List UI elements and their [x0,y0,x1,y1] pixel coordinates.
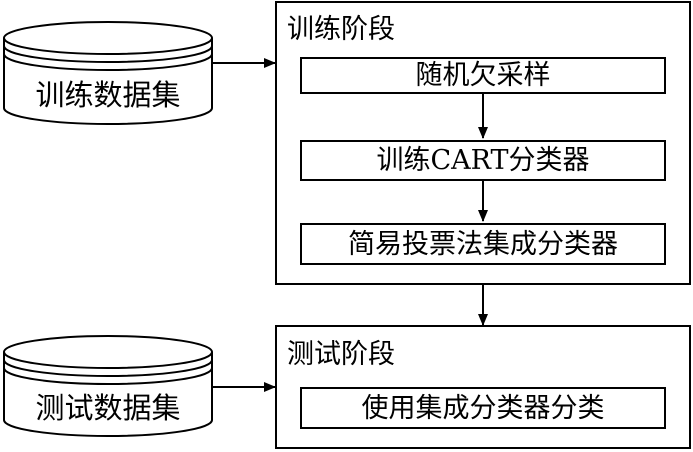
step-simple-voting-ensemble: 简易投票法集成分类器 [300,223,666,265]
test-dataset-cylinder [3,335,213,437]
test-dataset-label: 测试数据集 [35,391,181,425]
step-classify-with-ensemble: 使用集成分类器分类 [300,387,666,429]
train-dataset-label: 训练数据集 [35,78,181,112]
train-stage-title: 训练阶段 [287,14,395,45]
test-stage-box [275,325,691,449]
step-train-cart-classifier: 训练CART分类器 [300,140,666,181]
train-dataset-cylinder [3,21,213,125]
test-stage-title: 测试阶段 [287,339,395,370]
step-random-undersampling: 随机欠采样 [300,57,666,94]
